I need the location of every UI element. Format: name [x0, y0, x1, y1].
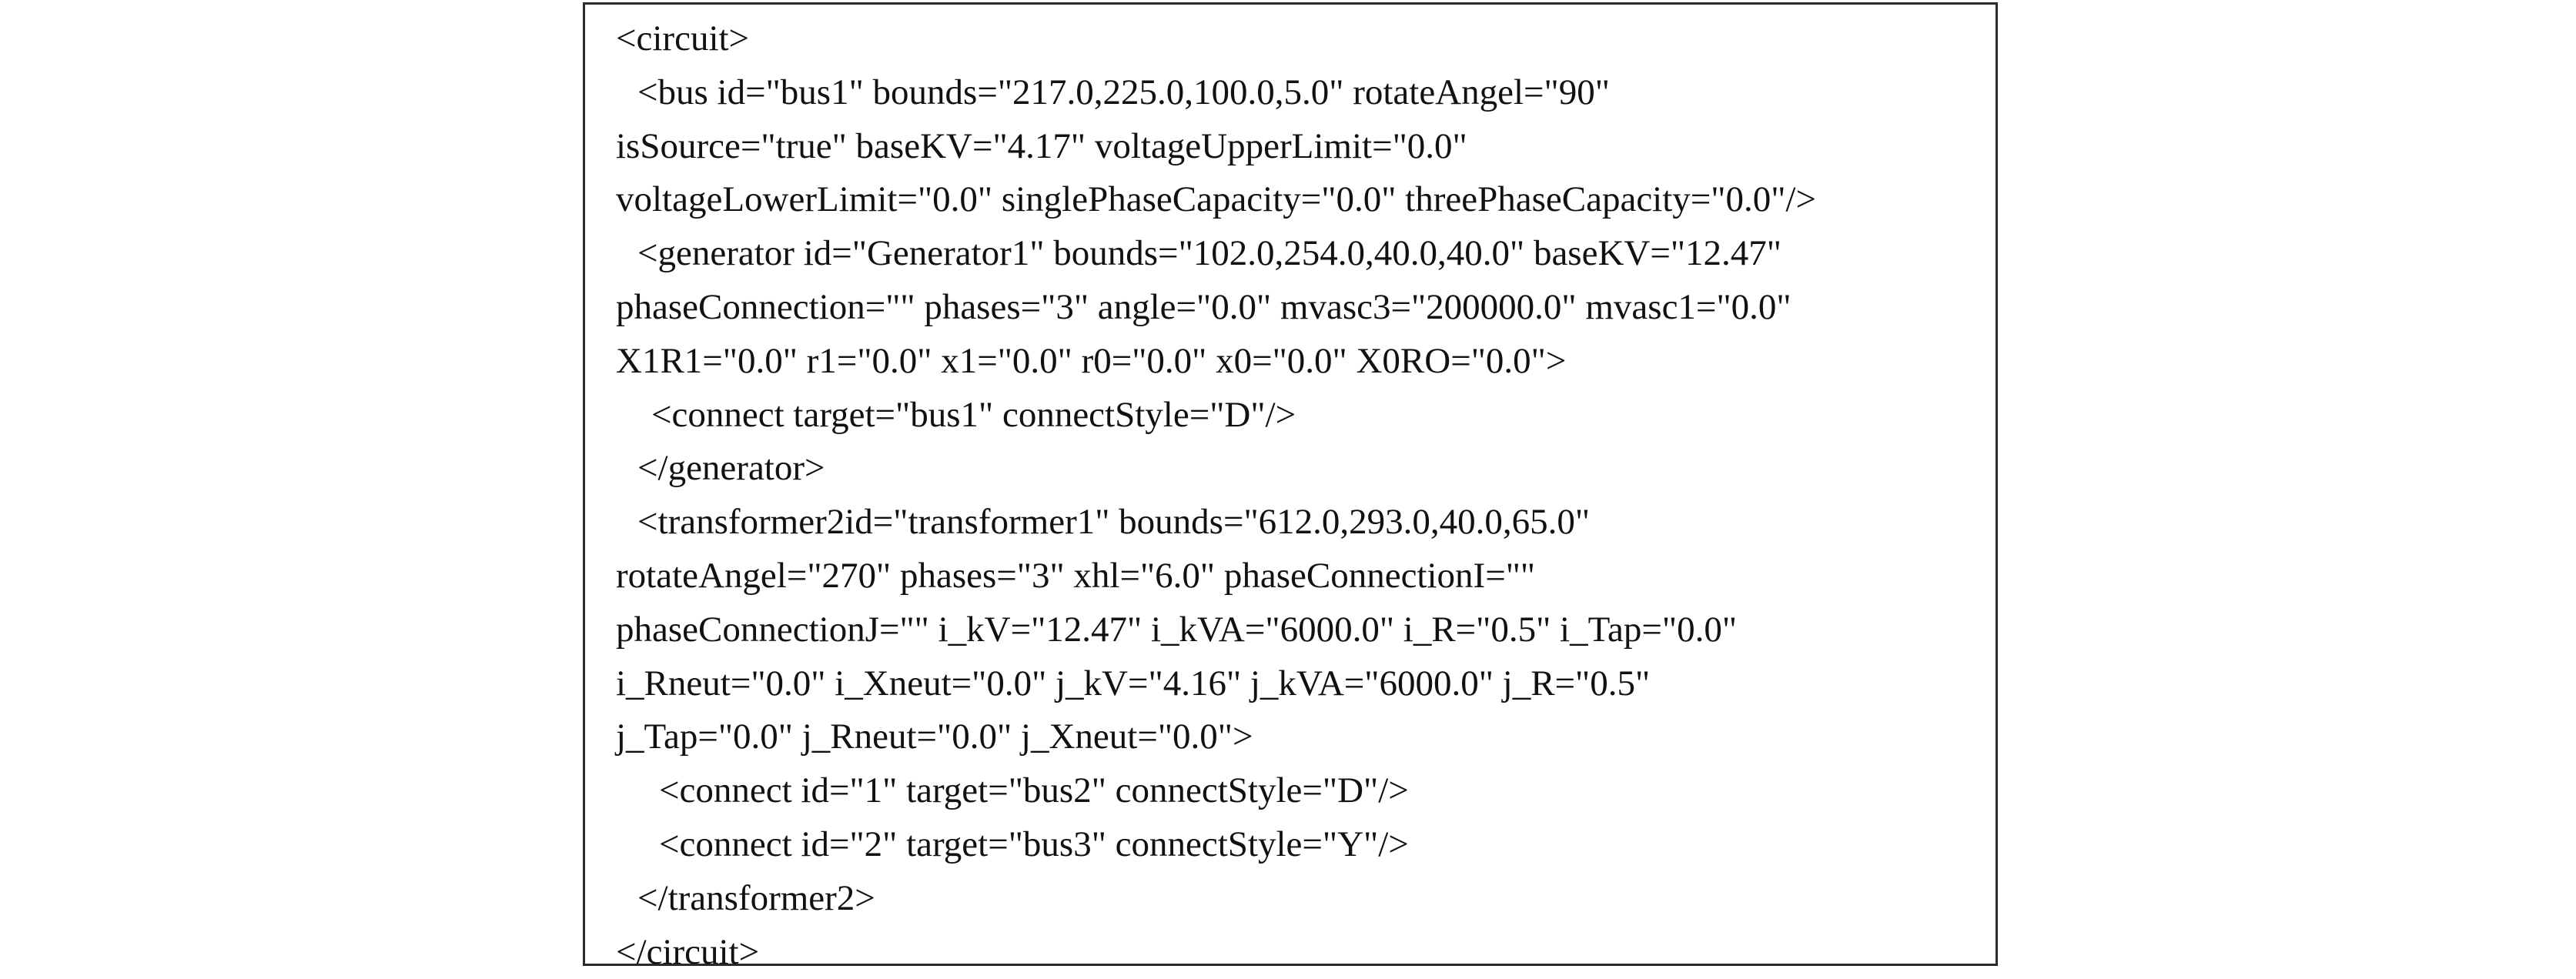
code-line-13: i_Rneut="0.0" i_Xneut="0.0" j_kV="4.16" …	[616, 663, 1651, 703]
code-line-1: <circuit>	[616, 18, 750, 58]
code-line-12: phaseConnectionJ="" i_kV="12.47" i_kVA="…	[616, 609, 1738, 650]
code-line-15: <connect id="1" target="bus2" connectSty…	[659, 770, 1409, 811]
code-line-2: <bus id="bus1" bounds="217.0,225.0,100.0…	[637, 72, 1610, 112]
code-line-3: isSource="true" baseKV="4.17" voltageUpp…	[616, 125, 1467, 166]
code-line-4: voltageLowerLimit="0.0" singlePhaseCapac…	[616, 179, 1816, 220]
code-line-14: j_Tap="0.0" j_Rneut="0.0" j_Xneut="0.0">	[616, 717, 1253, 757]
code-line-6: phaseConnection="" phases="3" angle="0.0…	[616, 286, 1791, 327]
code-line-11: rotateAngel="270" phases="3" xhl="6.0" p…	[616, 555, 1536, 596]
code-line-9: </generator>	[637, 448, 825, 489]
code-line-5: <generator id="Generator1" bounds="102.0…	[637, 233, 1781, 274]
code-line-16: <connect id="2" target="bus3" connectSty…	[659, 824, 1409, 864]
code-line-18: </circuit>	[616, 931, 760, 972]
xml-code-listing: <circuit> <bus id="bus1" bounds="217.0,2…	[583, 2, 1998, 972]
code-line-17: </transformer2>	[637, 877, 875, 918]
code-line-7: X1R1="0.0" r1="0.0" x1="0.0" r0="0.0" x0…	[616, 340, 1567, 381]
code-line-8: <connect target="bus1" connectStyle="D"/…	[651, 394, 1296, 435]
code-line-10: <transformer2id="transformer1" bounds="6…	[637, 502, 1591, 543]
